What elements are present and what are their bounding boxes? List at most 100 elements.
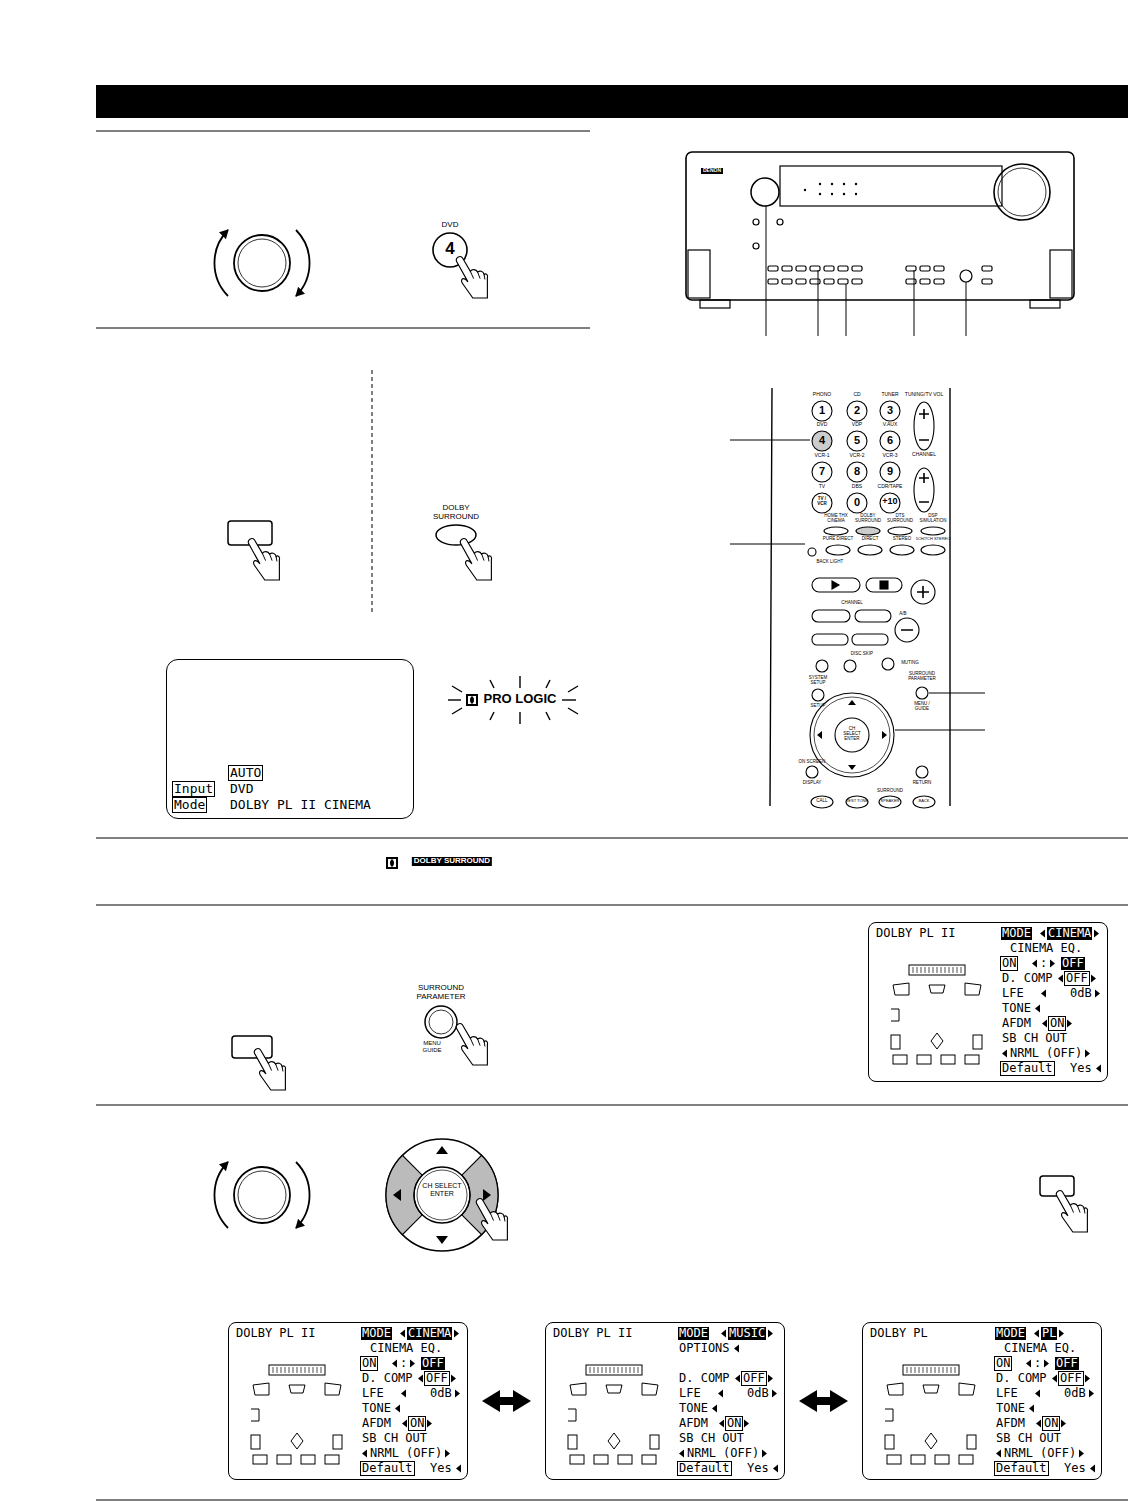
remote-label: BACK LIGHT (817, 560, 844, 565)
arrow-marker (427, 1420, 432, 1428)
panel-button (768, 266, 778, 271)
panel-button (934, 266, 944, 271)
screen-text: MODE (995, 1327, 1026, 1340)
screen-text: ON (1049, 1017, 1065, 1030)
button-number: 4 (445, 240, 454, 259)
remote-label: PURE DIRECT (823, 537, 854, 542)
remote-label: MUTING (901, 661, 919, 666)
arrow-marker (445, 1450, 450, 1458)
remote-label: SETUP (810, 704, 825, 709)
screen-text: AFDM (1001, 1017, 1032, 1030)
remote-label: VDP (852, 422, 862, 428)
speaker-layout-icon (568, 1365, 659, 1464)
remote-label: DISC SKIP (851, 652, 873, 657)
arrow-marker (768, 1375, 773, 1383)
remote-label: TUNING/TV VOL (905, 392, 943, 398)
arrow-marker (454, 1330, 459, 1338)
screen-text: LFE (995, 1387, 1019, 1400)
screen-text: OPTIONS (678, 1342, 731, 1355)
remote-label: CALL (816, 799, 827, 804)
remote-label: PHONO (813, 392, 831, 398)
osd-screen: DOLBY PL IIMODEMUSICOPTIONSD. COMPOFFLFE… (545, 1322, 785, 1480)
screen-text: OFF (1055, 1357, 1079, 1370)
button-number: 2 (854, 404, 860, 416)
screen-text: AFDM (995, 1417, 1026, 1430)
arrow-marker (1096, 1065, 1101, 1073)
indicator-text: PRO LOGIC (484, 692, 557, 706)
remote-label: CHANNEL (912, 452, 936, 458)
remote-label: CH SELECT ENTER (840, 727, 864, 742)
osd-screen: DOLBY PLMODEPLCINEMA EQ.ON:OFFD. COMPOFF… (862, 1322, 1102, 1480)
panel-button (796, 279, 806, 284)
arrow-marker (996, 1450, 1001, 1458)
arrow-marker (719, 1420, 724, 1428)
screen-text: DOLBY PL II (235, 1327, 316, 1340)
arrow-marker (1034, 1330, 1039, 1338)
arrow-marker (1059, 1330, 1064, 1338)
panel-button (982, 279, 992, 284)
button-label: SURROUND PARAMETER (406, 984, 476, 1002)
button-label: MENU GUIDE (419, 1040, 445, 1053)
button-label: DOLBY SURROUND (431, 504, 481, 522)
arrow-marker (418, 1375, 423, 1383)
remote-label: CD (853, 392, 860, 398)
screen-text: D. COMP (678, 1372, 731, 1385)
screen-text: D. COMP (1001, 972, 1054, 985)
remote-label: DSP SIMULATION (919, 514, 947, 524)
remote-label: SPEAKER (881, 799, 900, 803)
screen-text: TONE (1001, 1002, 1032, 1015)
arrow-marker (1035, 1390, 1040, 1398)
screen-text: PL (1041, 1327, 1057, 1340)
screen-text: NRML (OFF) (1003, 1447, 1077, 1460)
screen-text: CINEMA EQ. (1009, 942, 1083, 955)
arrow-marker (1032, 960, 1037, 968)
screen-text: ON (361, 1357, 377, 1370)
screen-text: D. COMP (995, 1372, 1048, 1385)
display-screen: AUTOInputDVDModeDOLBY PL II CINEMA (166, 659, 414, 819)
arrow-marker (400, 1330, 405, 1338)
speaker-layout-icon (251, 1365, 342, 1464)
screen-text: ON (409, 1417, 425, 1430)
button-number: 0 (854, 496, 860, 508)
screen-text: TONE (361, 1402, 392, 1415)
remote-label: CDR/TAPE (878, 484, 903, 490)
arrow-marker (768, 1330, 773, 1338)
arrow-marker (1079, 1450, 1084, 1458)
remote-label: HOME THX CINEMA (823, 514, 849, 524)
remote-label: VCR-2 (849, 453, 864, 459)
button-number: +10 (882, 497, 897, 507)
screen-text: : (1033, 1357, 1042, 1370)
arrow-marker (1085, 1050, 1090, 1058)
arrow-marker (1058, 975, 1063, 983)
arrow-marker (1035, 1005, 1040, 1013)
button-number: 4 (819, 434, 825, 446)
remote-label: SYSTEM SETUP (805, 676, 831, 686)
button-label: DVD (442, 221, 459, 230)
screen-text: 0dB (746, 1387, 770, 1400)
screen-text: DOLBY PL (869, 1327, 929, 1340)
panel-button (920, 279, 930, 284)
arrow-marker (679, 1450, 684, 1458)
panel-button (838, 266, 848, 271)
remote-label: 5CH/7CH STEREO (916, 537, 951, 541)
screen-text: Yes (1069, 1062, 1093, 1075)
screen-text: MODE (678, 1327, 709, 1340)
panel-button (852, 266, 862, 271)
screen-text: NRML (OFF) (369, 1447, 443, 1460)
screen-text: D. COMP (361, 1372, 414, 1385)
button-number: 1 (819, 404, 825, 416)
arrow-marker (410, 1360, 415, 1368)
arrow-marker (734, 1345, 739, 1353)
arrow-marker (762, 1450, 767, 1458)
osd-screen: DOLBY PL IIMODECINEMACINEMA EQ.ON:OFFD. … (868, 922, 1108, 1082)
double-arrow (490, 1397, 523, 1405)
remote-label: TUNER (881, 392, 898, 398)
screen-text: DOLBY PL II (552, 1327, 633, 1340)
double-arrow (807, 1397, 840, 1405)
arrow-marker (362, 1450, 367, 1458)
screen-text: LFE (678, 1387, 702, 1400)
screen-text: SB CH OUT (995, 1432, 1062, 1445)
arrow-marker (1050, 960, 1055, 968)
remote-label: SURROUND PARAMETER (905, 672, 939, 682)
speaker-layout-icon (885, 1365, 976, 1464)
